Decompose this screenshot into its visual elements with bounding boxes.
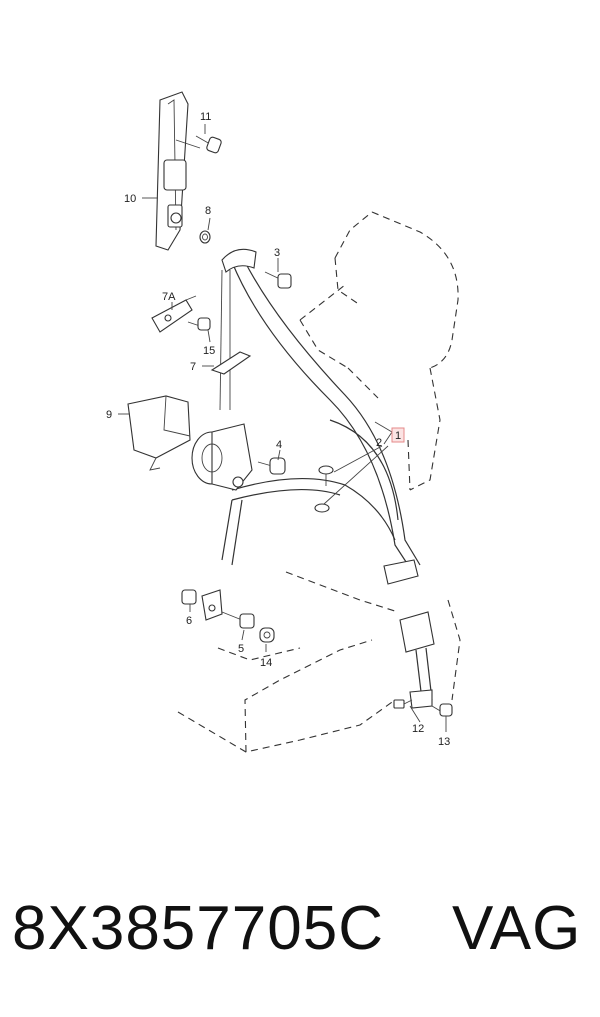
callout-12: 12: [412, 723, 424, 735]
callout-3: 3: [274, 247, 280, 259]
callout-9: 9: [106, 409, 112, 421]
callout-1: 1: [395, 430, 401, 442]
callout-5: 5: [238, 643, 244, 655]
d-ring-guide: [221, 248, 257, 273]
belt-latch-plate: [383, 559, 419, 585]
callout-10: 10: [124, 193, 136, 205]
bracket-7a: [151, 295, 197, 333]
spacer-14: [259, 627, 275, 643]
brand-label: VAG: [452, 894, 582, 963]
height-adjuster-rail: [155, 91, 201, 251]
seat-belt-parts-diagram: 1 2 3 4 5 6 7 7A 8 9 10 11 12 13 14 15: [106, 91, 461, 753]
retractor-cover-9: [127, 395, 191, 471]
callout-15: 15: [203, 345, 215, 357]
clip-2: [314, 465, 334, 513]
washer-8: [199, 230, 211, 244]
callout-11: 11: [200, 111, 211, 123]
bolt-4: [257, 457, 286, 475]
callout-2: 2: [376, 437, 382, 449]
retractor-unit: [191, 423, 253, 491]
bolt-15: [187, 317, 211, 331]
callout-8: 8: [205, 205, 211, 217]
callout-4: 4: [276, 439, 282, 451]
lower-anchor-6: [181, 589, 223, 621]
part-number: 8X3857705C: [12, 894, 384, 963]
callout-leader-lines: [118, 124, 447, 732]
bolt-5: [221, 611, 255, 629]
belt-guide-7: [210, 351, 252, 375]
callout-7: 7: [190, 361, 196, 373]
callout-7a: 7A: [162, 291, 176, 303]
bolt-3: [264, 271, 292, 289]
callout-14: 14: [260, 657, 272, 669]
highlight-box-1: [391, 427, 405, 443]
seat-outline: [177, 211, 461, 753]
buckle-assembly: [399, 611, 435, 709]
bolt-13: [431, 703, 453, 717]
callout-6: 6: [186, 615, 192, 627]
callout-13: 13: [438, 736, 450, 748]
belt-webbing: [219, 259, 421, 569]
bolt-11: [195, 135, 222, 154]
connector-12: [393, 699, 413, 709]
